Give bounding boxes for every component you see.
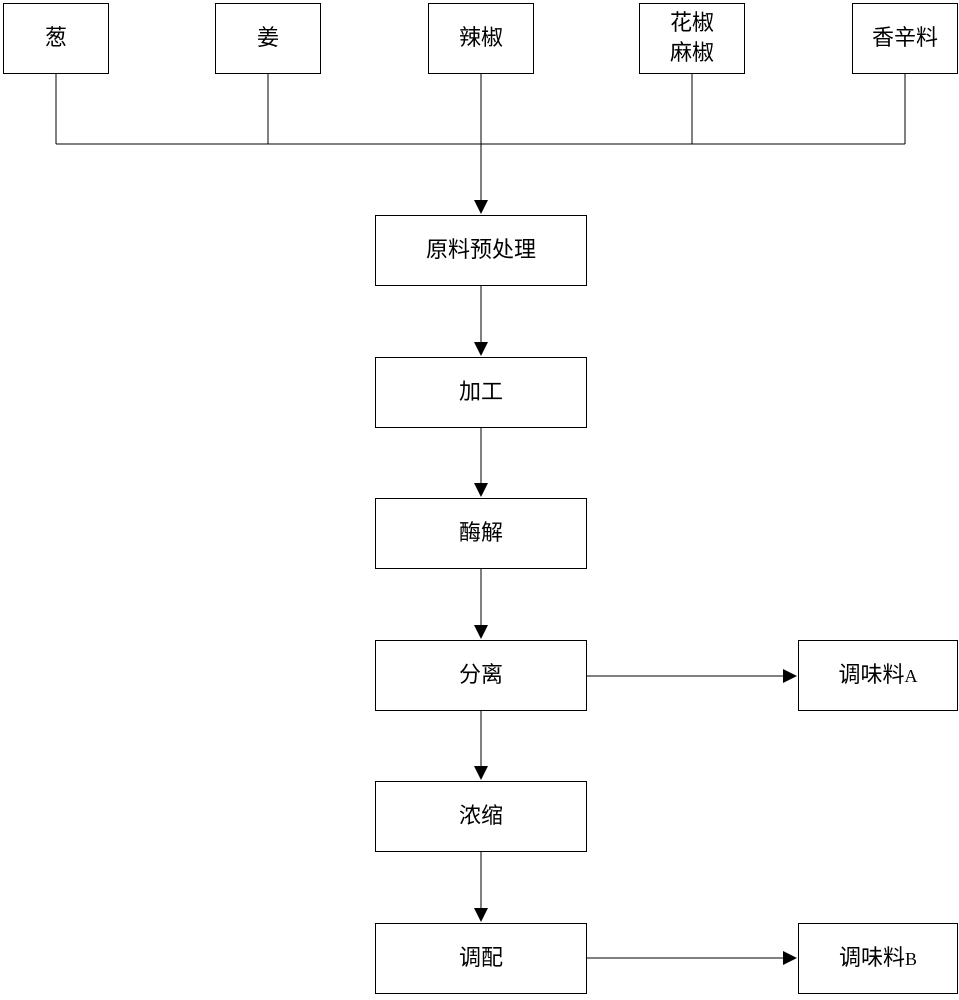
output-label-seasoning-b: 调味料B xyxy=(839,945,917,973)
ingredient-label-majiao: 麻椒 xyxy=(669,40,714,66)
process-label-separation: 分离 xyxy=(458,662,503,688)
ingredient-label-cong: 葱 xyxy=(44,25,67,51)
ingredient-label-lajiao: 辣椒 xyxy=(458,25,503,51)
process-label-processing: 加工 xyxy=(458,379,503,405)
ingredient-label-xiangxinliao: 香辛料 xyxy=(871,25,938,51)
process-box-enzymolysis: 酶解 xyxy=(375,498,587,569)
output-label-seasoning-b-prefix: 调味料 xyxy=(838,945,905,971)
output-label-seasoning-a-suffix: A xyxy=(904,665,918,686)
process-label-concentration: 浓缩 xyxy=(458,803,503,829)
output-label-seasoning-a-prefix: 调味料 xyxy=(838,662,905,688)
output-label-seasoning-b-suffix: B xyxy=(905,948,918,969)
ingredient-box-jiang: 姜 xyxy=(215,3,321,74)
process-box-blending: 调配 xyxy=(375,923,587,994)
ingredient-box-lajiao: 辣椒 xyxy=(428,3,534,74)
ingredient-box-cong: 葱 xyxy=(3,3,109,74)
output-label-seasoning-a: 调味料A xyxy=(838,662,917,690)
ingredient-box-xiangxinliao: 香辛料 xyxy=(852,3,958,74)
ingredient-label-jiang: 姜 xyxy=(256,25,279,51)
process-box-processing: 加工 xyxy=(375,357,587,428)
output-box-seasoning-b: 调味料B xyxy=(798,923,958,994)
process-box-pretreatment: 原料预处理 xyxy=(375,215,587,286)
process-box-separation: 分离 xyxy=(375,640,587,711)
ingredient-box-huajiao: 花椒 麻椒 xyxy=(639,3,745,74)
output-box-seasoning-a: 调味料A xyxy=(798,640,958,711)
ingredient-label-huajiao: 花椒 xyxy=(669,10,714,36)
process-label-pretreatment: 原料预处理 xyxy=(425,237,536,263)
process-label-blending: 调配 xyxy=(458,945,503,971)
process-label-enzymolysis: 酶解 xyxy=(458,520,503,546)
process-box-concentration: 浓缩 xyxy=(375,781,587,852)
